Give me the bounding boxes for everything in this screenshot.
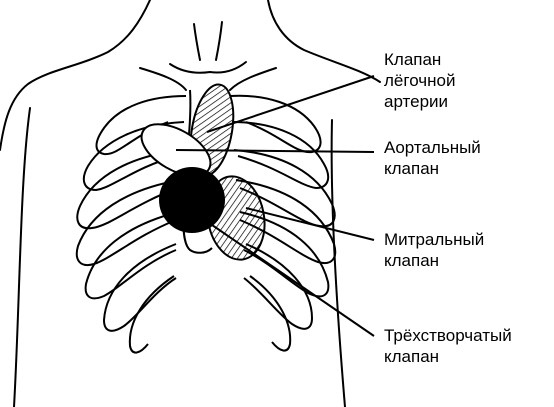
pulmonary-valve-label-line-3: артерии [384,91,455,112]
pulmonary-valve-label-line-2: лёгочной [384,70,455,91]
tricuspid-area [159,167,225,233]
valve-areas [133,81,271,264]
pulmonary-valve-label-line-1: Клапан [384,49,455,70]
mitral-valve-label: Митральный клапан [384,229,484,271]
mitral-valve-label-line-1: Митральный [384,229,484,250]
mitral-valve-label-line-2: клапан [384,250,484,271]
pulmonary-valve-label: Клапан лёгочной артерии [384,49,455,112]
tricuspid-valve-label-line-2: клапан [384,346,512,367]
tricuspid-valve-label-line-1: Трёхстворчатый [384,325,512,346]
aortic-valve-label-line-1: Аортальный [384,137,481,158]
tricuspid-valve-label: Трёхстворчатый клапан [384,325,512,367]
aortic-valve-label: Аортальный клапан [384,137,481,179]
aortic-valve-label-line-2: клапан [384,158,481,179]
